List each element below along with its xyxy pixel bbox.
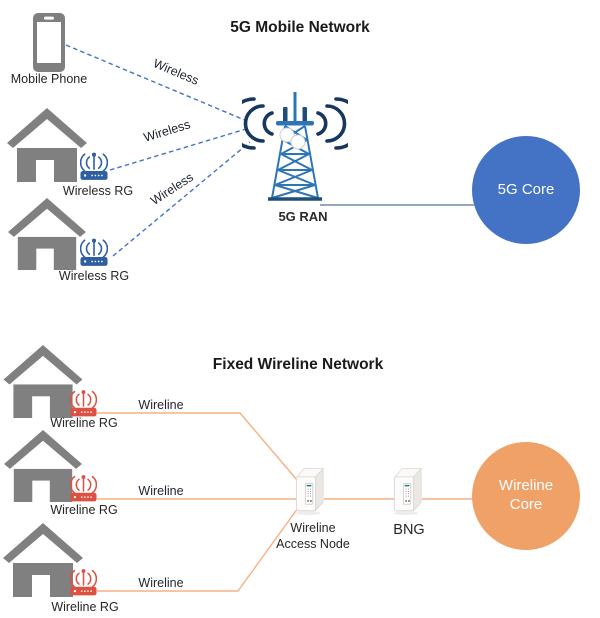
house-icon [7,108,87,182]
wireline-link-line-rg1 [97,412,298,481]
access-node-label: Wireline Access Node [268,521,358,552]
cell-tower-icon [242,92,348,201]
wifi-router-icon [70,569,97,596]
wireline-link-line-rg3 [97,507,299,592]
5g-core-node [472,136,580,244]
wireline-core-label-line1: Wireline [498,477,554,495]
wireline-link-2-label: Wireline [138,484,184,498]
5g-core-label: 5G Core [497,180,555,198]
wireline-rg-1-label: Wireline RG [50,416,118,430]
house-icon [3,345,83,418]
wireline-link-1-label: Wireline [138,398,184,412]
wifi-router-icon [70,475,97,502]
house-icon [8,198,86,270]
tower-right-waves-icon [316,97,348,150]
tower-left-waves-icon [242,97,274,150]
wireless-link-line-rg1 [109,128,247,171]
wifi-router-icon [80,238,108,266]
wireless-rg-1-label: Wireless RG [62,184,134,198]
mobile-phone-icon [33,13,65,72]
wireline-link-3-label: Wireline [138,576,184,590]
wireless-rg-2-label: Wireless RG [58,269,130,283]
mobile-section-title: 5G Mobile Network [230,19,370,36]
wifi-router-icon [80,152,108,180]
wifi-router-icon [70,390,97,417]
house-icon [3,523,83,597]
wireless-links-group [65,44,251,257]
wireline-links-group [97,412,473,592]
wireline-core-node [472,442,580,550]
wireline-core-label-line2: Core [509,496,543,513]
5g-ran-label: 5G RAN [278,209,328,224]
wireline-rg-3-label: Wireline RG [51,600,119,614]
access-node-label-line1: Wireline [290,521,336,535]
wireline-section-title: Fixed Wireline Network [212,356,384,373]
wireless-link-line-phone [65,44,248,122]
house-icon [4,430,82,502]
bng-icon [393,468,422,515]
mobile-phone-label: Mobile Phone [10,72,88,86]
access-node-label-line2: Access Node [276,536,350,551]
bng-label: BNG [393,522,425,538]
access-node-icon [295,468,324,515]
wireless-link-line-rg2 [112,141,251,257]
wireline-rg-2-label: Wireline RG [50,503,118,517]
wireline-core-label: Wireline Core [470,440,582,552]
